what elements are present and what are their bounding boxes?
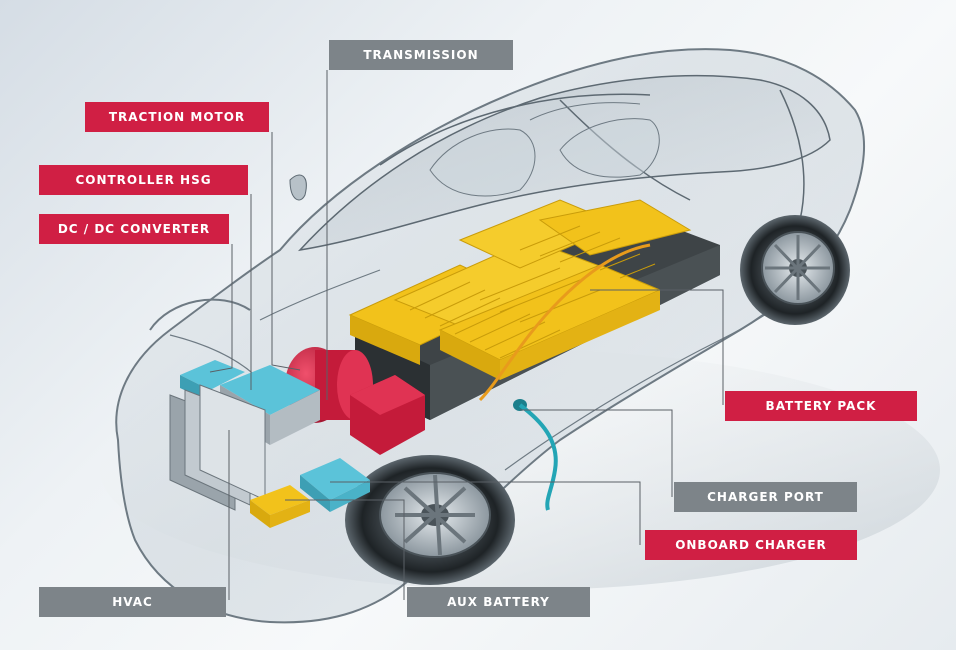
label-battery-pack: BATTERY PACK xyxy=(725,391,917,421)
label-onboard-charger: ONBOARD CHARGER xyxy=(645,530,857,560)
label-dc-dc-converter: DC / DC CONVERTER xyxy=(39,214,229,244)
hvac-graphic xyxy=(169,384,266,511)
front-wheel xyxy=(345,455,515,585)
label-charger-port: CHARGER PORT xyxy=(674,482,857,512)
rear-wheel xyxy=(740,215,850,325)
onboard-charger-graphic xyxy=(300,458,370,512)
label-traction-motor: TRACTION MOTOR xyxy=(85,102,269,132)
label-aux-battery: AUX BATTERY xyxy=(407,587,590,617)
controller-block xyxy=(350,375,425,455)
charger-port-graphic xyxy=(513,399,558,511)
label-controller-hsg: CONTROLLER HSG xyxy=(39,165,248,195)
label-transmission: TRANSMISSION xyxy=(329,40,513,70)
car-glass xyxy=(297,74,831,252)
label-hvac: HVAC xyxy=(39,587,226,617)
leader-lines xyxy=(209,70,724,600)
aux-battery-graphic xyxy=(250,485,310,528)
traction-motor-graphic xyxy=(285,347,373,423)
